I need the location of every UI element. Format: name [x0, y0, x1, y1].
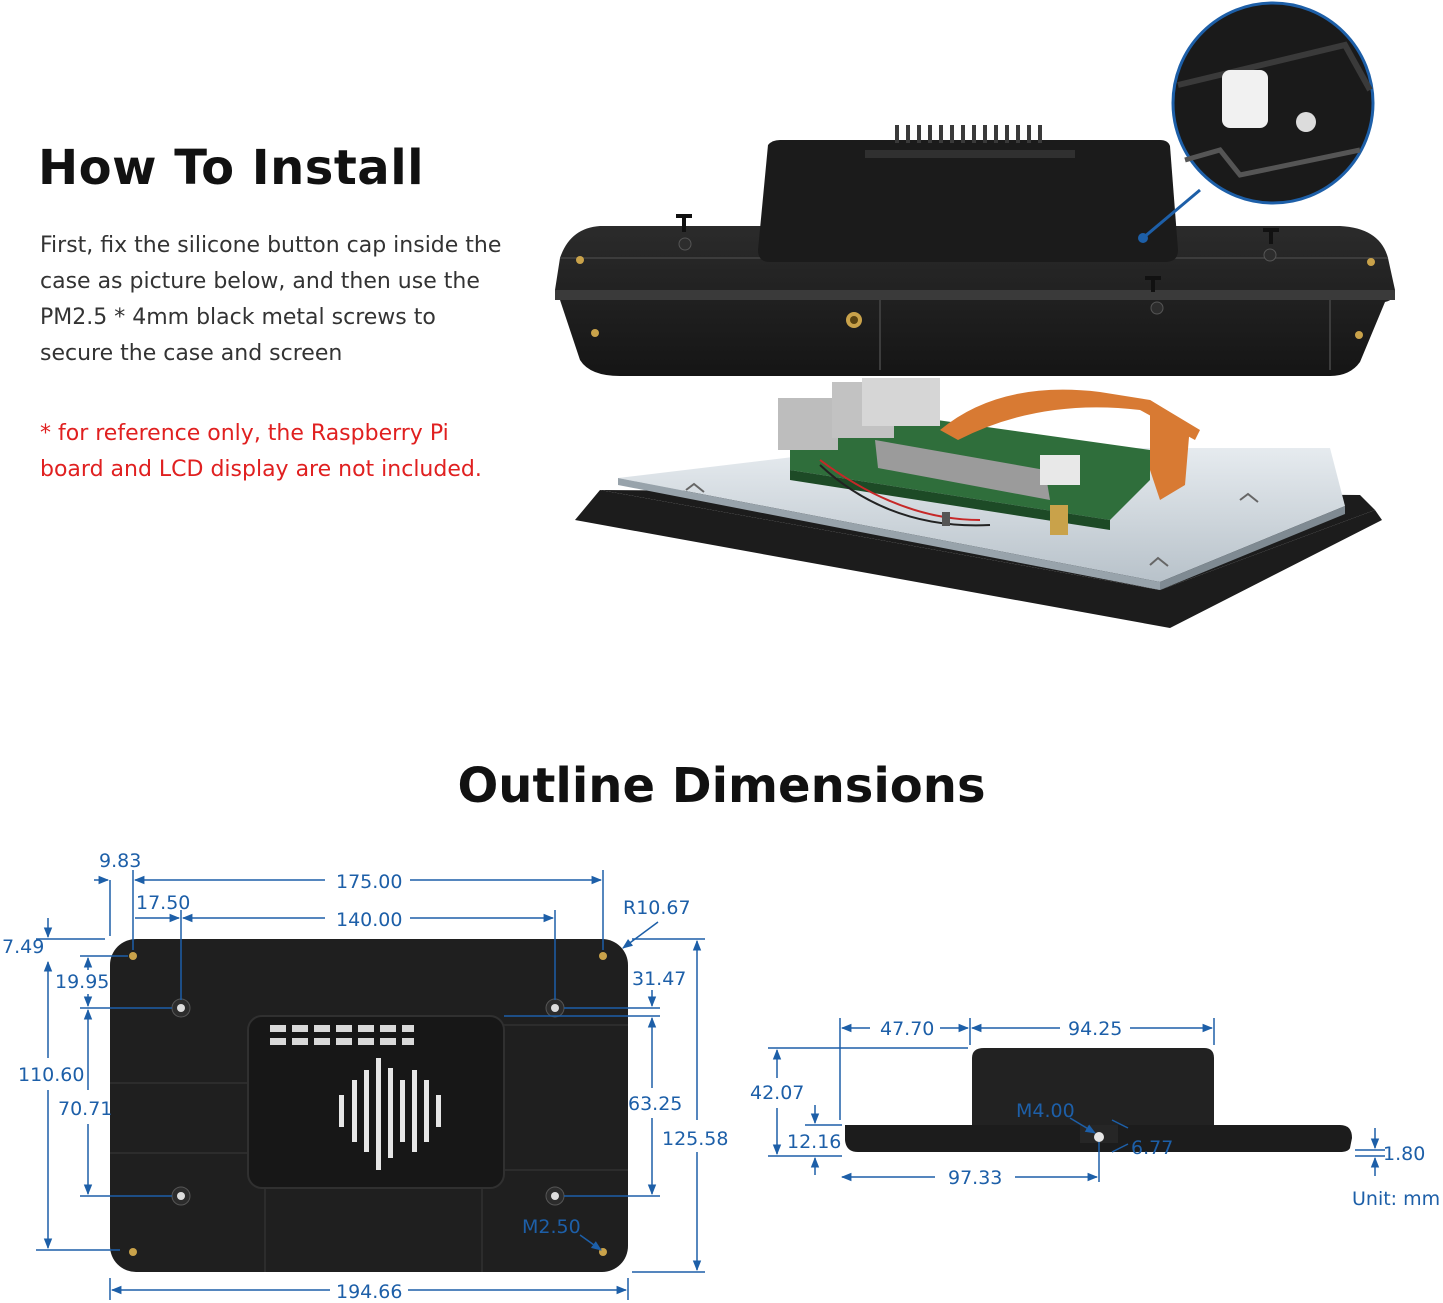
- install-note-text: * for reference only, the Raspberry Pi b…: [40, 421, 482, 482]
- dim-194-66: 194.66: [336, 1281, 402, 1303]
- front-view-drawing: [110, 939, 628, 1272]
- dim-17-50: 17.50: [136, 892, 190, 914]
- screen-and-board-illustration: [575, 378, 1382, 628]
- dim-9-83: 9.83: [99, 850, 141, 872]
- unit-label: Unit: mm: [1352, 1188, 1440, 1210]
- dim-70-71: 70.71: [58, 1098, 112, 1120]
- button-cap-zoom-callout: [1138, 1, 1375, 243]
- dim-m2-50: M2.50: [522, 1216, 581, 1238]
- top-vent-slots: [270, 1025, 414, 1045]
- dim-110-60: 110.60: [18, 1064, 84, 1086]
- dim-140: 140.00: [336, 909, 402, 931]
- dim-7-49: 7.49: [2, 936, 44, 958]
- case-assembly-illustration: [555, 125, 1395, 376]
- dim-31-47: 31.47: [632, 968, 686, 990]
- speaker-grille: [339, 1058, 441, 1170]
- dim-97-33: 97.33: [948, 1167, 1002, 1189]
- dim-94-25: 94.25: [1068, 1018, 1122, 1040]
- dim-r10-67: R10.67: [623, 897, 691, 919]
- dimensions-title: Outline Dimensions: [457, 758, 986, 814]
- side-view-dimensions: [768, 1018, 1385, 1182]
- dim-m4-00: M4.00: [1016, 1100, 1075, 1122]
- install-step-text: First, fix the silicone button cap insid…: [40, 233, 502, 366]
- dim-47-70: 47.70: [880, 1018, 934, 1040]
- dim-6-77: 6.77: [1131, 1137, 1173, 1159]
- dim-12-16: 12.16: [787, 1131, 841, 1153]
- dim-63-25: 63.25: [628, 1093, 682, 1115]
- dim-175: 175.00: [336, 871, 402, 893]
- dim-125-58: 125.58: [662, 1128, 728, 1150]
- vent-slots: [895, 125, 1042, 143]
- install-title: How To Install: [38, 140, 425, 196]
- front-view-dimensions: [36, 870, 705, 1300]
- mounting-holes: [129, 952, 607, 1256]
- side-view-drawing: [845, 1048, 1352, 1152]
- gpio-header: [875, 440, 1050, 500]
- dim-1-80: 1.80: [1383, 1143, 1425, 1165]
- dimension-labels: 9.83 175.00 17.50 140.00 R10.67 7.49 19.…: [2, 850, 1440, 1303]
- dim-42-07: 42.07: [750, 1082, 804, 1104]
- dim-19-95: 19.95: [55, 971, 109, 993]
